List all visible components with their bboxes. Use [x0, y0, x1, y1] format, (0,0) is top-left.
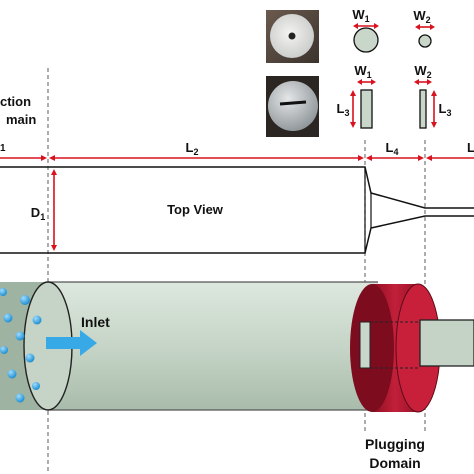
- w1-subscript: 1: [365, 14, 370, 24]
- injection-domain-label-line1: ction: [0, 94, 31, 109]
- plugging-domain-label-line2: Domain: [369, 455, 420, 471]
- svg-text:L3: L3: [337, 101, 350, 118]
- l2-dimension-arrow: [49, 155, 364, 161]
- svg-text:D1: D1: [31, 205, 45, 222]
- inlet-label: Inlet: [81, 314, 110, 330]
- l3-dimension-arrow-left: [350, 90, 356, 128]
- tube-3d-view: [0, 281, 378, 411]
- l5-label-cut: L: [467, 140, 474, 155]
- l4-dimension-arrow: [366, 155, 424, 161]
- w1-slot-cross-section: W1 L3: [337, 63, 376, 129]
- l3-dimension-arrow-right: [431, 90, 437, 128]
- svg-text:W2: W2: [414, 63, 431, 80]
- svg-text:W2: W2: [413, 8, 430, 25]
- w2-slot-dimension-arrow: [414, 79, 432, 85]
- injection-domain-label-line2: main: [6, 112, 36, 127]
- l4-label: L: [386, 140, 394, 155]
- l3-right-label: L: [439, 101, 447, 116]
- l3-right-subscript: 3: [446, 108, 451, 118]
- svg-text:L2: L2: [186, 140, 199, 157]
- w2-round-cross-section: W2: [413, 8, 435, 48]
- l1-subscript: 1: [0, 143, 6, 154]
- sample-photo-slot: [266, 76, 319, 137]
- svg-text:W1: W1: [354, 63, 371, 80]
- w1-slot-subscript: 1: [367, 70, 372, 80]
- inlet-arrow: [46, 330, 97, 356]
- w1-label: W: [352, 7, 365, 22]
- top-view-label: Top View: [167, 202, 224, 217]
- w2-dimension-arrow: [415, 24, 435, 30]
- sand-particles: [0, 288, 42, 403]
- plugging-domain-label-line1: Plugging: [365, 436, 425, 452]
- w1-dimension-arrow: [353, 23, 379, 29]
- l2-subscript: 2: [193, 147, 198, 157]
- plugging-domain-cylinder: [350, 283, 441, 413]
- l4-subscript: 4: [393, 147, 398, 157]
- w1-slot-dimension-arrow: [357, 79, 376, 85]
- w2-slot-cross-section: W2 L3: [414, 63, 452, 129]
- svg-text:L4: L4: [386, 140, 399, 157]
- w2-slot-label: W: [414, 63, 427, 78]
- l1-dimension-arrow: [0, 155, 47, 161]
- w1-round-cross-section: W1: [352, 7, 379, 53]
- w1-slot-label: W: [354, 63, 367, 78]
- top-view-outline: [0, 166, 474, 254]
- outlet-tube: [419, 319, 474, 367]
- d1-dimension-arrow: [51, 169, 57, 251]
- l3-left-subscript: 3: [344, 108, 349, 118]
- d1-subscript: 1: [40, 212, 45, 222]
- svg-text:W1: W1: [352, 7, 369, 24]
- d1-label: D: [31, 205, 40, 220]
- l2-label: L: [186, 140, 194, 155]
- w2-slot-subscript: 2: [427, 70, 432, 80]
- l3-left-label: L: [337, 101, 345, 116]
- sample-photo-round-hole: [266, 10, 319, 63]
- svg-text:L3: L3: [439, 101, 452, 118]
- w2-label: W: [413, 8, 426, 23]
- w2-subscript: 2: [426, 15, 431, 25]
- l5-dimension-arrow: [426, 155, 474, 161]
